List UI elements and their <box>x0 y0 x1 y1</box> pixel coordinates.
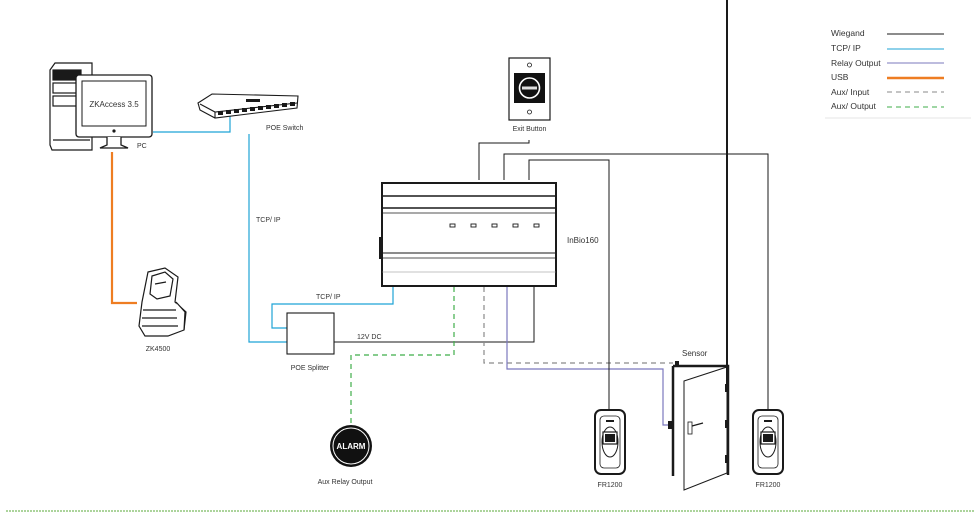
door-device[interactable]: Sensor <box>668 0 730 491</box>
legend-box <box>825 26 971 118</box>
splitter-to-controller-label: TCP/ IP <box>316 294 341 301</box>
relay-output-line <box>506 287 670 426</box>
controller-icon <box>379 182 557 287</box>
wiegand-left-line <box>528 159 610 410</box>
legend-label: USB <box>831 72 849 82</box>
fingerprint-reader-icon <box>752 409 784 475</box>
screw-icon <box>527 109 532 115</box>
fr1200-reader-right[interactable]: FR1200 <box>752 409 784 489</box>
switch-to-splitter-line <box>248 134 287 343</box>
alarm-icon <box>330 425 372 467</box>
zk4500-label: ZK4500 <box>146 346 171 353</box>
splitter-to-controller-line <box>271 287 394 329</box>
aux-output-line <box>350 287 455 425</box>
usb-line <box>110 152 137 305</box>
pc-device[interactable]: ZKAccess 3.5 PC <box>49 62 153 151</box>
poe-switch-label: POE Switch <box>266 125 303 132</box>
legend-item-relay-output: Relay Output <box>831 58 944 68</box>
lock-icon <box>668 421 673 429</box>
wiegand-right-line <box>503 153 769 410</box>
legend-label: Aux/ Input <box>831 87 870 97</box>
exit-button-label: Exit Button <box>513 126 547 133</box>
connections <box>110 116 769 426</box>
reader-left-label: FR1200 <box>598 482 623 489</box>
button-slot <box>522 86 537 90</box>
exit-button-device[interactable]: EXIT Exit Button <box>508 57 551 133</box>
switch-to-splitter-label: TCP/ IP <box>256 217 281 224</box>
fingerprint-reader-icon <box>594 409 626 475</box>
controller-label: InBio160 <box>567 236 599 245</box>
alarm-face-text: ALARM <box>337 442 366 451</box>
pc-label: PC <box>137 143 147 150</box>
legend-label: Relay Output <box>831 58 881 68</box>
sensor-label: Sensor <box>682 349 708 358</box>
legend-item-tcpip: TCP/ IP <box>831 43 944 53</box>
fingerprint-scanner-icon <box>138 267 187 337</box>
legend-item-wiegand: Wiegand <box>831 28 944 38</box>
legend: Wiegand TCP/ IP Relay Output USB Aux/ In… <box>825 26 971 119</box>
poe-splitter-device[interactable]: POE Splitter <box>286 312 335 372</box>
exit-button-line <box>478 140 530 180</box>
pc-monitor-icon <box>75 74 153 149</box>
alarm-label: Aux Relay Output <box>318 479 373 486</box>
alarm-device[interactable]: ALARM Aux Relay Output <box>318 425 373 486</box>
aux-input-line <box>483 287 673 364</box>
poe-splitter-label: POE Splitter <box>291 365 330 372</box>
pc-to-switch-line <box>153 116 231 133</box>
legend-label: TCP/ IP <box>831 43 861 53</box>
legend-label: Wiegand <box>831 28 865 38</box>
poe-splitter-box <box>286 312 335 355</box>
pc-screen-text: ZKAccess 3.5 <box>89 100 139 109</box>
door-icon <box>671 0 730 491</box>
sensor-icon <box>675 361 679 367</box>
fr1200-reader-left[interactable]: FR1200 <box>594 409 626 489</box>
exit-face-text: EXIT <box>523 104 536 110</box>
screw-icon <box>527 62 532 68</box>
poe-switch-icon <box>197 93 299 119</box>
power-line <box>334 287 535 343</box>
zk4500-device[interactable]: ZK4500 <box>138 267 187 353</box>
legend-item-aux-output: Aux/ Output <box>831 101 944 111</box>
reader-right-label: FR1200 <box>756 482 781 489</box>
poe-switch-device[interactable]: POE Switch <box>197 93 303 132</box>
legend-item-aux-input: Aux/ Input <box>831 87 944 97</box>
inbio160-controller[interactable]: InBio160 <box>379 182 599 287</box>
power-label: 12V DC <box>357 334 382 341</box>
legend-label: Aux/ Output <box>831 101 877 111</box>
legend-item-usb: USB <box>831 72 944 82</box>
alarm-ring <box>332 427 370 465</box>
